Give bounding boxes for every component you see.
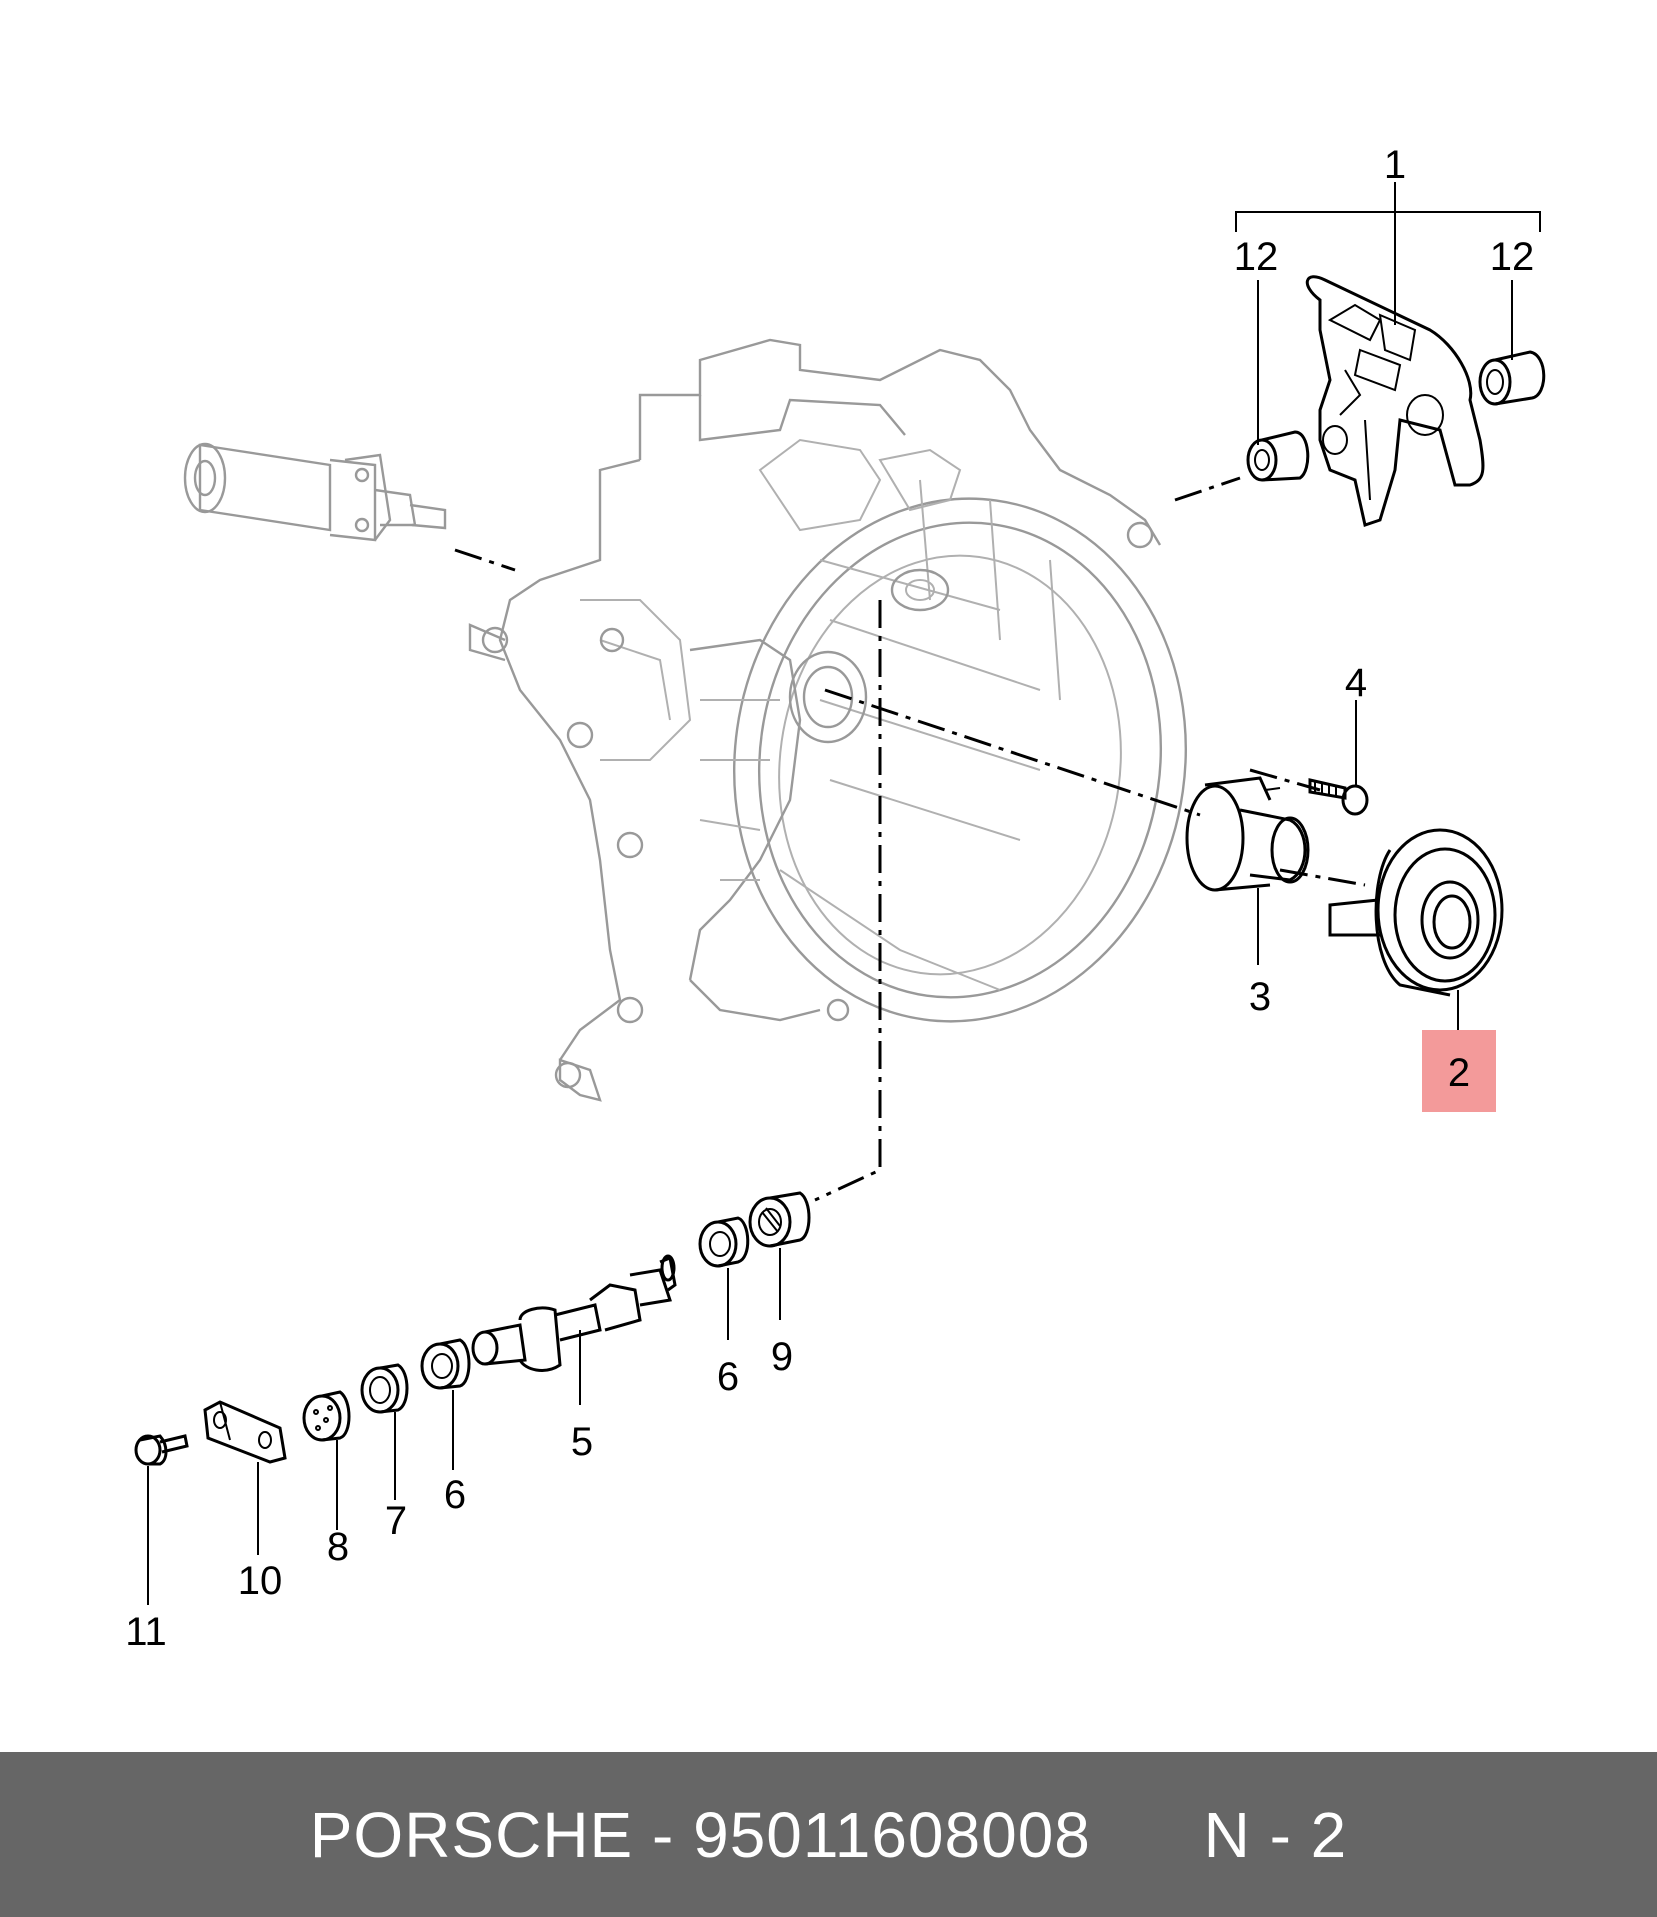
seal-6-lower <box>420 1338 471 1390</box>
bolt-4 <box>1308 778 1369 816</box>
bracket-10 <box>203 1400 287 1464</box>
part-number: 95011608008 <box>693 1798 1091 1871</box>
callout-8: 8 <box>327 1525 349 1569</box>
bushing-left <box>1246 430 1310 482</box>
release-bearing-2 <box>1328 828 1504 997</box>
callout-2: 2 <box>1448 1051 1470 1095</box>
callout-7: 7 <box>385 1499 407 1543</box>
bearing-8 <box>302 1390 351 1442</box>
callout-1: 1 <box>1384 143 1406 187</box>
callout-11: 11 <box>125 1610 167 1654</box>
bushing-right <box>1478 350 1546 406</box>
footer-separator: - <box>633 1798 694 1871</box>
assembly-lines <box>454 476 1366 1202</box>
transmission-housing <box>468 338 1187 1102</box>
callout-9: 9 <box>771 1335 793 1379</box>
bushing-7 <box>360 1363 409 1414</box>
leader-lines <box>147 182 1541 1605</box>
release-fork <box>1306 275 1485 527</box>
callout-4: 4 <box>1345 661 1367 705</box>
guide-sleeve-3 <box>1185 776 1310 892</box>
callout-labels: 1 12 12 4 3 2 6 9 5 6 7 8 10 11 <box>125 143 1534 1654</box>
brand-name: PORSCHE <box>309 1798 634 1871</box>
shaft-5 <box>471 1254 677 1372</box>
ref-number: 2 <box>1310 1798 1348 1871</box>
highlight-box <box>1422 1030 1496 1112</box>
slave-cylinder <box>183 442 447 542</box>
callout-12-right: 12 <box>1490 235 1535 279</box>
callout-3: 3 <box>1249 975 1271 1019</box>
seal-6-upper <box>698 1216 750 1268</box>
callout-6-lower: 6 <box>444 1473 466 1517</box>
needle-bearing-9 <box>748 1191 811 1248</box>
part-info-footer: PORSCHE - 95011608008 N - 2 <box>0 1752 1657 1917</box>
screw-11 <box>134 1434 189 1466</box>
exploded-parts-diagram: 1 12 12 4 3 2 6 9 5 6 7 8 10 11 <box>125 143 1546 1654</box>
callout-6-upper: 6 <box>717 1355 739 1399</box>
callout-5: 5 <box>571 1420 593 1464</box>
footer-gap <box>1091 1798 1204 1872</box>
callout-12-left: 12 <box>1234 235 1279 279</box>
callout-10: 10 <box>238 1559 283 1603</box>
ref-prefix: N - <box>1203 1798 1311 1871</box>
